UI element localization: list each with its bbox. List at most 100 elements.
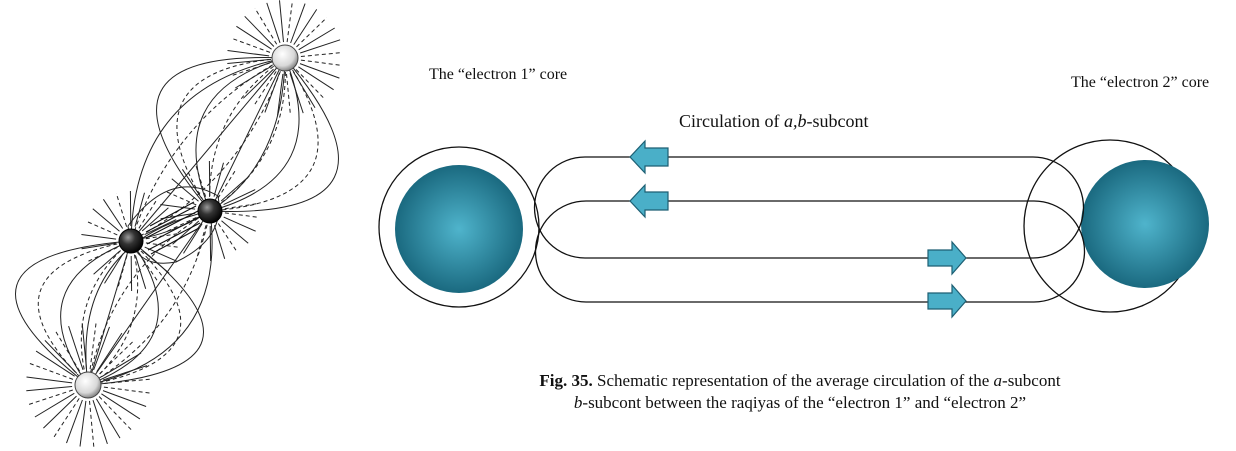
spike-top-16 (236, 25, 272, 50)
spike-bottom-15 (29, 363, 74, 380)
spike-dark-right-17 (213, 162, 224, 197)
spike-dark-left-19 (141, 207, 169, 232)
spike-top-14 (227, 50, 270, 57)
spike-top-12 (229, 62, 270, 77)
spike-dark-left-14 (102, 199, 124, 229)
spike-top-23 (293, 9, 318, 45)
spike-dark-left-0 (145, 242, 181, 248)
spike-top-2 (298, 66, 334, 91)
spike-bottom-26 (103, 365, 148, 381)
field-line-bottom-7 (87, 240, 182, 386)
field-line-outer-b-1 (87, 210, 211, 386)
field-line-bottom-5 (87, 240, 139, 386)
spike-top-22 (290, 3, 306, 44)
spike-bottom-3 (98, 396, 132, 430)
circulation-label: Circulation of a,b-subcont (679, 111, 868, 132)
spike-top-11 (235, 65, 272, 89)
raqiya-circle-electron1 (378, 146, 540, 308)
spike-dark-right-18 (217, 168, 237, 199)
field-line-bottom-3 (80, 240, 132, 386)
spike-dark-left-3 (138, 253, 160, 283)
spike-top-18 (254, 8, 278, 45)
spike-bottom-11 (34, 392, 75, 418)
spike-dark-right-11 (160, 204, 196, 210)
spike-top-8 (264, 72, 280, 113)
field-line-top-1 (176, 57, 286, 212)
arrow-left-lower (629, 183, 669, 219)
spike-bottom-6 (89, 400, 95, 447)
spike-bottom-21 (89, 323, 97, 370)
spike-bottom-24 (99, 341, 133, 375)
spike-bottom-7 (79, 400, 87, 447)
field-line-outer-b-3 (87, 210, 211, 386)
spike-top-20 (279, 0, 284, 43)
spike-dark-left-15 (115, 193, 128, 227)
spike-dark-right-0 (224, 212, 260, 218)
electron1-core-label: The “electron 1” core (429, 66, 568, 83)
spike-dark-right-21 (224, 202, 260, 210)
spike-bottom-2 (101, 393, 141, 420)
circulation-label-prefix: Circulation of (679, 111, 784, 131)
spike-top-13 (227, 59, 270, 64)
arrow-left-upper (629, 139, 669, 175)
field-line-top-8 (209, 57, 339, 212)
electron2-core-label: The “electron 2” core (1071, 74, 1210, 91)
caption-line2-italic: b (573, 393, 583, 412)
spike-dark-left-17 (134, 192, 145, 227)
spike-dark-right-7 (183, 223, 203, 254)
spike-dark-left-9 (85, 246, 118, 263)
spike-dark-left-4 (134, 255, 147, 289)
spike-bottom-12 (28, 389, 73, 405)
spike-bottom-20 (81, 323, 87, 370)
spike-bottom-1 (102, 390, 147, 407)
field-line-bottom-0 (15, 240, 132, 386)
spike-dark-right-2 (221, 220, 249, 244)
spike-bottom-10 (43, 395, 77, 429)
spike-top-3 (295, 69, 326, 101)
spike-dark-left-18 (138, 198, 158, 229)
spike-dark-left-11 (81, 234, 117, 240)
spike-top-19 (266, 2, 281, 43)
field-line-top-4 (209, 57, 286, 212)
field-line-outer-a-2 (130, 57, 286, 242)
spike-dark-right-14 (181, 169, 203, 199)
figure-number: Fig. 35. (539, 371, 593, 390)
spike-dark-left-8 (93, 250, 121, 275)
spike-dark-left-2 (142, 250, 170, 274)
dark-particle-left (118, 228, 144, 254)
spike-dark-right-13 (171, 178, 199, 202)
spike-dark-left-10 (81, 242, 117, 250)
spike-top-17 (244, 15, 275, 47)
light-particle-bottom (74, 371, 102, 399)
spike-dark-left-12 (85, 220, 118, 236)
spike-dark-left-6 (117, 255, 128, 290)
field-line-outer-b-0 (85, 210, 211, 386)
dark-particle-right (197, 198, 223, 224)
circulation-label-suffix: -subcont (806, 111, 869, 131)
spike-top-26 (300, 39, 341, 54)
spike-dark-right-6 (196, 225, 207, 260)
spike-bottom-27 (103, 378, 150, 384)
spike-top-10 (242, 68, 274, 99)
field-line-top-7 (209, 57, 319, 212)
spike-top-24 (296, 17, 328, 48)
field-line-top-0 (156, 57, 286, 212)
spike-top-7 (277, 73, 284, 116)
spike-dark-right-4 (213, 225, 226, 259)
arrow-right-lower (927, 283, 967, 319)
caption-line1-b: -subcont (1002, 371, 1061, 390)
spike-bottom-4 (95, 398, 121, 439)
spike-bottom-19 (68, 325, 84, 370)
spike-bottom-23 (96, 332, 123, 372)
spike-top-25 (298, 27, 335, 51)
caption-line1-a: Schematic representation of the average … (592, 371, 994, 390)
spike-dark-right-3 (217, 223, 239, 253)
field-line-outer-a-0 (130, 57, 286, 242)
circulation-loop-1 (533, 156, 1085, 259)
field-line-bottom-2 (60, 240, 132, 386)
light-particle-top (271, 44, 299, 72)
spike-top-4 (292, 71, 316, 108)
field-line-outer-b-4 (87, 210, 213, 386)
spike-bottom-14 (26, 376, 73, 384)
